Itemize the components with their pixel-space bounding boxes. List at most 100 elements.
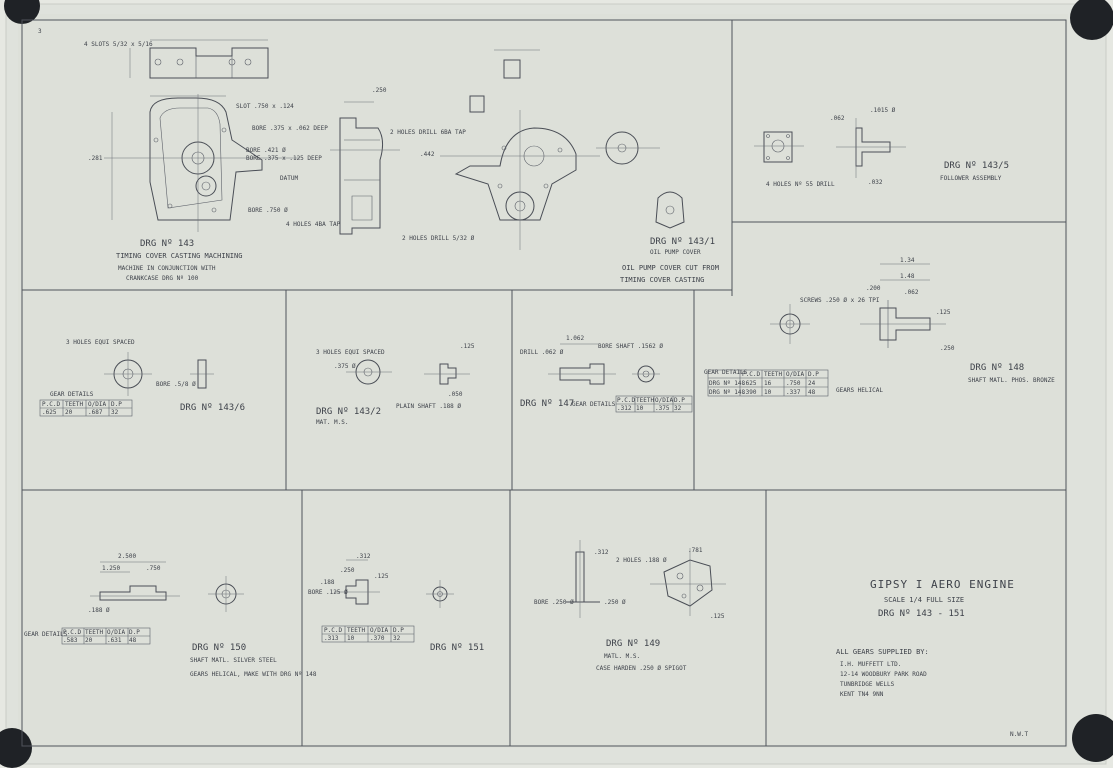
gt-148-r1c4: 48 [808, 389, 816, 396]
note-150: GEARS HELICAL, MAKE WITH DRG Nº 148 [190, 671, 317, 678]
supplier-line-1: 12-14 WOODBURY PARK ROAD [840, 671, 927, 678]
gt-148-r0c0: DRG Nº 148 [709, 380, 746, 387]
gt-150-r0c3: 48 [129, 637, 137, 644]
callout-148-0: 1.34 [900, 257, 915, 264]
callout-148-2: .062 [904, 289, 919, 296]
gt-148-r1c0: DRG Nº 148 [709, 389, 746, 396]
gear-label-148: GEAR DETAILS [704, 369, 748, 376]
note-148: GEARS HELICAL [836, 387, 883, 394]
callout-148-3: .200 [866, 285, 881, 292]
callout-143-5-0: 4 HOLES Nº 55 DRILL [766, 181, 835, 188]
subtitle-150: SHAFT MATL. SILVER STEEL [190, 657, 277, 664]
gt-150-r0c2: .631 [107, 637, 122, 644]
subtitle-143-5: FOLLOWER ASSEMBLY [940, 175, 1002, 182]
signature: N.W.T [1010, 731, 1028, 738]
drawing-147: DRILL .062 Ø BORE SHAFT .1562 Ø 1.062 DR… [520, 335, 693, 413]
gt-148-h2: TEETH [764, 371, 782, 378]
callout-151-1: .250 [340, 567, 355, 574]
callout-148-5: .125 [936, 309, 951, 316]
callout-147-2: 1.062 [566, 335, 584, 342]
callout-143-9: .442 [420, 151, 435, 158]
callout-143-7: DATUM [280, 175, 298, 182]
gt-148-r0c4: 24 [808, 380, 816, 387]
callout-151-2: .125 [374, 573, 389, 580]
gt-147-r0c3: 32 [674, 405, 682, 412]
callout-149-1: .781 [688, 547, 703, 554]
callout-143-2-3: .050 [448, 391, 463, 398]
clip-top-right [1070, 0, 1113, 40]
supplier-line-2: TUNBRIDGE WELLS [840, 681, 895, 688]
callout-143-0: 4 SLOTS 5/32 x 5/16 [84, 41, 153, 48]
gt-143-6-h3: D.P [111, 401, 122, 408]
gt-148-r0c2: 16 [764, 380, 772, 387]
callout-143-2-4: PLAIN SHAFT .188 Ø [396, 403, 461, 410]
title-143-6: DRG Nº 143/6 [180, 403, 245, 413]
gt-147-h3: D.P [674, 397, 685, 404]
callout-143-11: 2 HOLES DRILL 5/32 Ø [402, 235, 475, 242]
gt-143-6-r0c1: 20 [65, 409, 73, 416]
title-151: DRG Nº 151 [430, 643, 484, 653]
title-150: DRG Nº 150 [192, 643, 246, 653]
note-143-1: MACHINE IN CONJUNCTION WITH [118, 265, 216, 272]
gt-151-r0c3: 32 [393, 635, 401, 642]
callout-149-5: .125 [710, 613, 725, 620]
callout-143-8: .250 [372, 87, 387, 94]
callout-149-3: BORE .250 Ø [534, 599, 574, 606]
callout-143-10: 2 HOLES DRILL 6BA TAP [390, 129, 466, 136]
title-block: GIPSY I AERO ENGINE SCALE 1/4 FULL SIZE … [836, 578, 1028, 738]
callout-143-2-1: .375 Ø [334, 363, 356, 370]
callout-150-1: 1.250 [102, 565, 120, 572]
gt-143-6-r0c0: .625 [42, 409, 57, 416]
callout-143-4: BORE .375 x .125 DEEP [246, 155, 322, 162]
note-143-1b: TIMING COVER CASTING [620, 276, 704, 284]
gear-label-147: GEAR DETAILS [572, 401, 616, 408]
sheet-number: 3 [38, 28, 42, 35]
gt-150-h2: O/DIA [107, 629, 125, 636]
panel-grid: 3 [21, 19, 1067, 747]
callout-143-5-3: .032 [868, 179, 883, 186]
gt-150-r0c1: 20 [85, 637, 93, 644]
gear-table-143-6: P.C.D TEETH O/DIA D.P .625 20 .687 32 [39, 399, 133, 417]
title-147: DRG Nº 147 [520, 399, 574, 409]
callout-149-0: 2 HOLES .188 Ø [616, 557, 667, 564]
callout-150-2: .750 [146, 565, 161, 572]
gt-147-h0: P.C.D [617, 397, 635, 404]
gt-148-h1: P.C.D [742, 371, 760, 378]
drawing-148: 1.34 1.48 .062 .200 SCREWS .250 Ø x 26 T… [704, 257, 1055, 397]
gt-151-h3: D.P [393, 627, 404, 634]
gt-143-6-h1: TEETH [65, 401, 83, 408]
callout-143-5: BORE .750 Ø [248, 207, 288, 214]
callout-149-4: .250 Ø [604, 599, 626, 606]
gt-151-r0c1: 10 [347, 635, 355, 642]
subtitle-148: SHAFT MATL. PHOS. BRONZE [968, 377, 1055, 384]
gt-147-r0c2: .375 [655, 405, 670, 412]
note-143-1a: OIL PUMP COVER CUT FROM [622, 264, 719, 272]
subtitle-149: MATL. M.S. [604, 653, 640, 660]
title-143-5: DRG Nº 143/5 [944, 161, 1009, 171]
callout-143-6: .281 [88, 155, 103, 162]
clip-top-left [4, 0, 40, 24]
gt-148-r1c1: .390 [742, 389, 757, 396]
title-149: DRG Nº 149 [606, 639, 660, 649]
gear-table-147: P.C.D TEETH O/DIA D.P .312 10 .375 32 [615, 395, 693, 413]
title-148: DRG Nº 148 [970, 363, 1024, 373]
gear-table-150: P.C.D TEETH O/DIA D.P .583 20 .631 48 [61, 627, 151, 645]
gt-151-h1: TEETH [347, 627, 365, 634]
gt-150-h3: D.P [129, 629, 140, 636]
callout-151-4: BORE .125 Ø [308, 589, 348, 596]
callout-143-1: SLOT .750 x .124 [236, 103, 294, 110]
gear-label-143-6: GEAR DETAILS [50, 391, 94, 398]
title-block-line2: SCALE 1/4 FULL SIZE [884, 596, 964, 604]
callout-150-0: 2.500 [118, 553, 136, 560]
supplier-line-3: KENT TN4 9NN [840, 691, 884, 698]
callout-143-2-0: 3 HOLES EQUI SPACED [316, 349, 385, 356]
gt-147-r0c1: 10 [636, 405, 644, 412]
gt-148-r1c3: .337 [786, 389, 801, 396]
callout-143-6-1: BORE .5/8 Ø [156, 381, 196, 388]
title-block-line3: DRG Nº 143 - 151 [878, 609, 965, 619]
gt-148-r0c3: .750 [786, 380, 801, 387]
callout-143-5-2: .062 [830, 115, 845, 122]
subtitle-143-1: OIL PUMP COVER [650, 249, 701, 256]
callout-143-6-0: 3 HOLES EQUI SPACED [66, 339, 135, 346]
